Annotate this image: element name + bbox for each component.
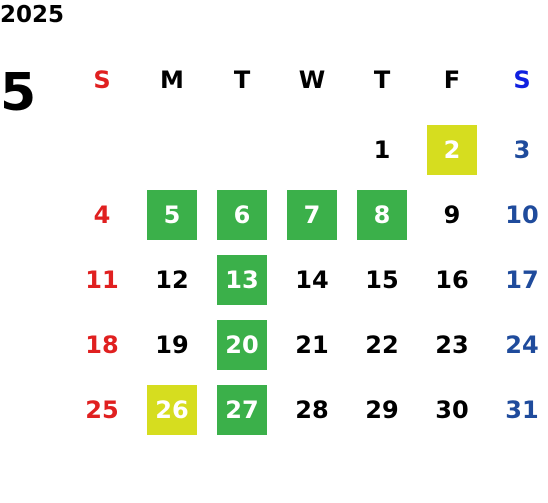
day-cell: 3 xyxy=(513,136,531,164)
day-cell-highlighted: 13 xyxy=(217,255,267,305)
weekday-header: T xyxy=(373,66,391,94)
day-cell: 11 xyxy=(85,266,119,294)
day-cell: 18 xyxy=(85,331,119,359)
weekday-header: S xyxy=(93,66,111,94)
day-cell-highlighted: 20 xyxy=(217,320,267,370)
day-cell: 16 xyxy=(435,266,469,294)
day-cell-highlighted: 2 xyxy=(427,125,477,175)
day-cell: 1 xyxy=(373,136,391,164)
weekday-header: T xyxy=(233,66,251,94)
day-cell: 23 xyxy=(435,331,469,359)
day-cell: 25 xyxy=(85,396,119,424)
weekday-header: M xyxy=(160,66,184,94)
day-cell: 15 xyxy=(365,266,399,294)
day-cell: 28 xyxy=(295,396,329,424)
day-cell-highlighted: 7 xyxy=(287,190,337,240)
day-cell: 21 xyxy=(295,331,329,359)
day-cell: 29 xyxy=(365,396,399,424)
day-cell: 10 xyxy=(505,201,539,229)
day-cell: 12 xyxy=(155,266,189,294)
day-cell-highlighted: 6 xyxy=(217,190,267,240)
weekday-header: F xyxy=(443,66,461,94)
day-cell: 31 xyxy=(505,396,539,424)
day-cell-highlighted: 27 xyxy=(217,385,267,435)
day-cell-highlighted: 26 xyxy=(147,385,197,435)
month-label: 5 xyxy=(0,63,37,123)
day-cell: 14 xyxy=(295,266,329,294)
weekday-header: W xyxy=(298,66,326,94)
day-cell: 24 xyxy=(505,331,539,359)
year-label: 2025 xyxy=(0,2,65,28)
day-cell: 30 xyxy=(435,396,469,424)
day-cell: 17 xyxy=(505,266,539,294)
day-cell: 9 xyxy=(443,201,461,229)
day-cell: 19 xyxy=(155,331,189,359)
weekday-header: S xyxy=(513,66,531,94)
day-cell: 22 xyxy=(365,331,399,359)
day-cell-highlighted: 8 xyxy=(357,190,407,240)
day-cell: 4 xyxy=(93,201,111,229)
day-cell-highlighted: 5 xyxy=(147,190,197,240)
